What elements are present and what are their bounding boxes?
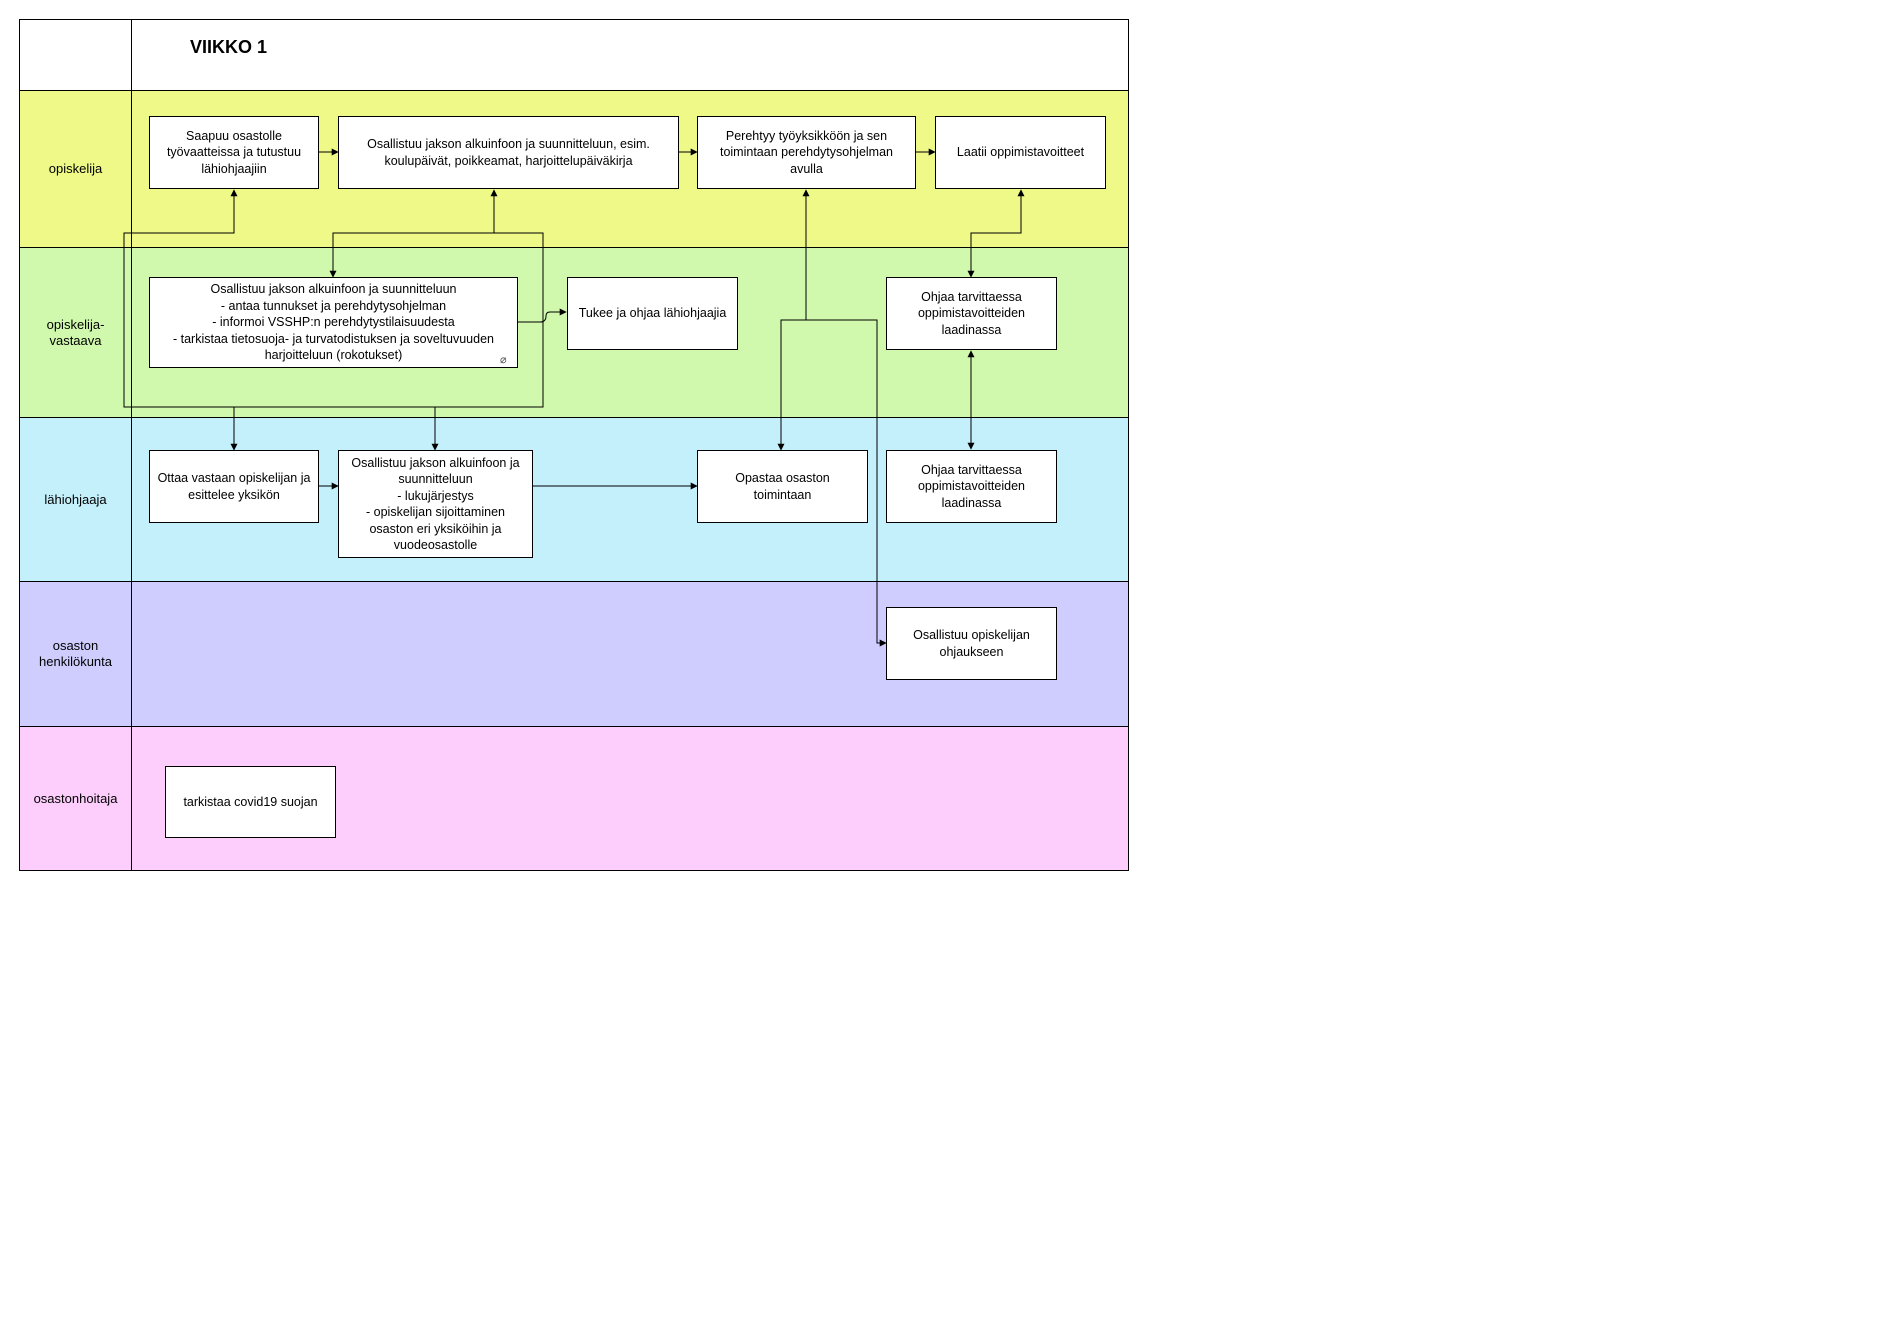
box-ottaa[interactable]: Ottaa vastaan opiskelijan ja esittelee y… <box>149 450 319 523</box>
header-row <box>19 19 1129 91</box>
box-saapuu[interactable]: Saapuu osastolle työvaatteissa ja tutust… <box>149 116 319 189</box>
box-tarkistaa-covid[interactable]: tarkistaa covid19 suojan <box>165 766 336 838</box>
box-osallistuu-alkuinfo-esim[interactable]: Osallistuu jakson alkuinfoon ja suunnitt… <box>338 116 679 189</box>
box-perehtyy[interactable]: Perehtyy työyksikköön ja sen toimintaan … <box>697 116 916 189</box>
lane-label-opiskelija: opiskelija <box>20 91 132 247</box>
box-ohjaa-vastaava[interactable]: Ohjaa tarvittaessa oppimistavoitteiden l… <box>886 277 1057 350</box>
lane-label-opiskelija-vastaava: opiskelija- vastaava <box>20 248 132 417</box>
header-corner-cell <box>20 20 132 90</box>
lane-label-lahiohjaaja: lähiohjaaja <box>20 418 132 581</box>
box-lahi-osallistuu[interactable]: Osallistuu jakson alkuinfoon ja suunnitt… <box>338 450 533 558</box>
lane-label-osastonhoitaja: osastonhoitaja <box>20 727 132 870</box>
box-henk-osallistuu[interactable]: Osallistuu opiskelijan ohjaukseen <box>886 607 1057 680</box>
lane-label-osaston-henkilokunta: osaston henkilökunta <box>20 582 132 726</box>
box-tukee[interactable]: Tukee ja ohjaa lähiohjaajia <box>567 277 738 350</box>
diagram-title: VIIKKO 1 <box>190 37 268 57</box>
box-vastaava-osallistuu[interactable]: Osallistuu jakson alkuinfoon ja suunnitt… <box>149 277 518 368</box>
link-icon: ⌀ <box>500 354 507 366</box>
box-ohjaa-lahi[interactable]: Ohjaa tarvittaessa oppimistavoitteiden l… <box>886 450 1057 523</box>
box-laatii[interactable]: Laatii oppimistavoitteet <box>935 116 1106 189</box>
box-opastaa[interactable]: Opastaa osaston toimintaan <box>697 450 868 523</box>
